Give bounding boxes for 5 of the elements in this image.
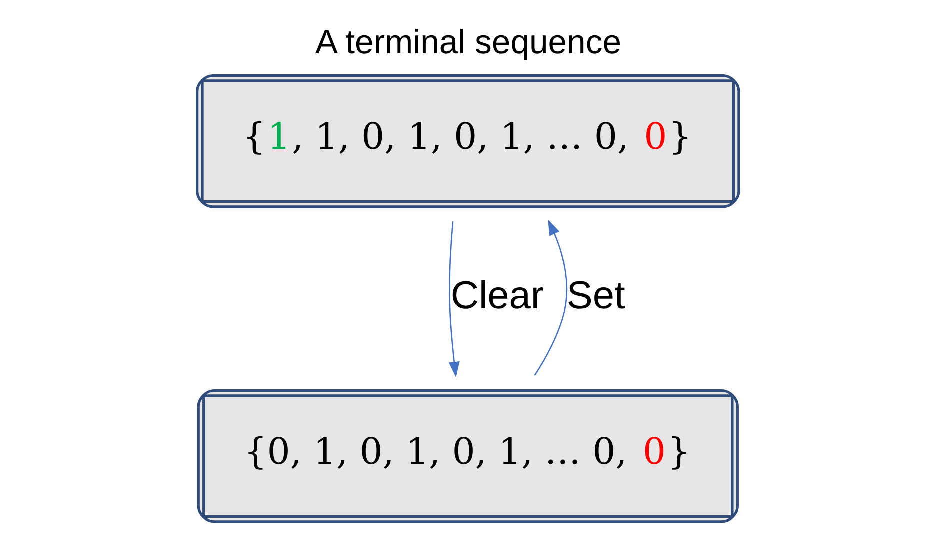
arrow xyxy=(534,220,568,376)
edge-label: Set xyxy=(566,274,626,318)
arrow xyxy=(448,221,460,378)
edge-label: Clear xyxy=(450,274,544,318)
node-label: A terminal sequence xyxy=(316,23,622,62)
